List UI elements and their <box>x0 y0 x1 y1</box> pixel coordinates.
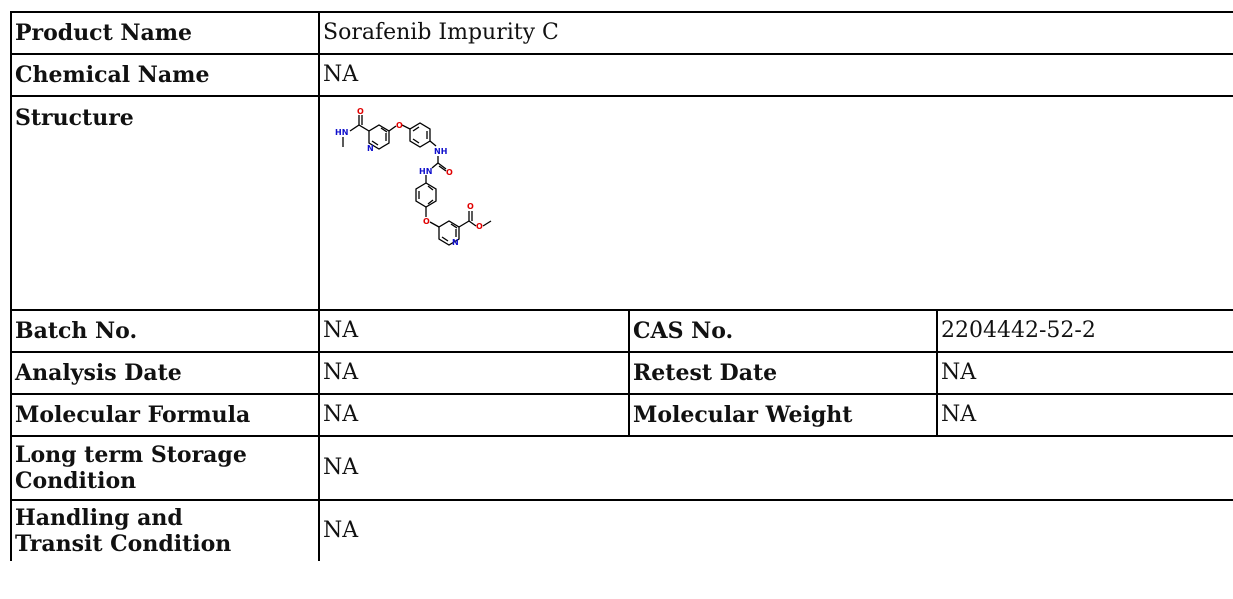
row-product-name: Product Name Sorafenib Impurity C <box>10 11 1233 55</box>
molecular-weight-label: Molecular Weight <box>628 393 938 437</box>
row-formula-weight: Molecular Formula NA Molecular Weight NA <box>10 393 1233 437</box>
cas-no-value: 2204442-52-2 <box>935 309 1233 353</box>
row-structure: Structure <box>10 95 1233 311</box>
molecular-weight-value: NA <box>935 393 1233 437</box>
row-storage: Long term Storage Condition NA <box>10 435 1233 501</box>
row-dates: Analysis Date NA Retest Date NA <box>10 351 1233 395</box>
structure-label: Structure <box>10 95 320 311</box>
storage-label-line2: Condition <box>15 468 137 494</box>
batch-no-value: NA <box>318 309 630 353</box>
cas-no-label: CAS No. <box>628 309 938 353</box>
handling-label-line2: Transit Condition <box>15 531 232 557</box>
atom-o2: O <box>396 121 403 130</box>
analysis-date-label: Analysis Date <box>10 351 320 395</box>
chemical-structure-image: O HN N O NH O HN O O N O <box>335 107 492 247</box>
handling-label: Handling and Transit Condition <box>10 499 320 561</box>
product-name-label: Product Name <box>10 11 320 55</box>
atom-hn2: HN <box>419 167 432 176</box>
chemical-name-label: Chemical Name <box>10 53 320 97</box>
atom-o1: O <box>357 107 364 116</box>
handling-value: NA <box>317 499 1233 561</box>
storage-value: NA <box>317 435 1233 501</box>
product-name-value: Sorafenib Impurity C <box>317 11 1233 55</box>
atom-o5: O <box>467 202 474 211</box>
handling-label-line1: Handling and <box>15 505 183 531</box>
retest-date-value: NA <box>935 351 1233 395</box>
product-info-table: Product Name Sorafenib Impurity C Chemic… <box>10 11 1233 561</box>
molecular-formula-value: NA <box>318 393 630 437</box>
atom-o3: O <box>446 168 453 177</box>
atom-nh: NH <box>434 147 447 156</box>
atom-n2: N <box>452 238 459 247</box>
retest-date-label: Retest Date <box>628 351 938 395</box>
batch-no-label: Batch No. <box>10 309 320 353</box>
storage-label-line1: Long term Storage <box>15 442 247 468</box>
molecular-formula-label: Molecular Formula <box>10 393 320 437</box>
atom-o6: O <box>476 222 483 231</box>
atom-n1: N <box>367 144 374 153</box>
row-batch-cas: Batch No. NA CAS No. 2204442-52-2 <box>10 309 1233 353</box>
structure-cell: O HN N O NH O HN O O N O <box>317 95 1233 311</box>
row-handling: Handling and Transit Condition NA <box>10 499 1233 561</box>
atom-o4: O <box>423 217 430 226</box>
row-chemical-name: Chemical Name NA <box>10 53 1233 97</box>
chemical-name-value: NA <box>317 53 1233 97</box>
analysis-date-value: NA <box>318 351 630 395</box>
atom-hn1: HN <box>335 128 348 137</box>
storage-label: Long term Storage Condition <box>10 435 320 501</box>
